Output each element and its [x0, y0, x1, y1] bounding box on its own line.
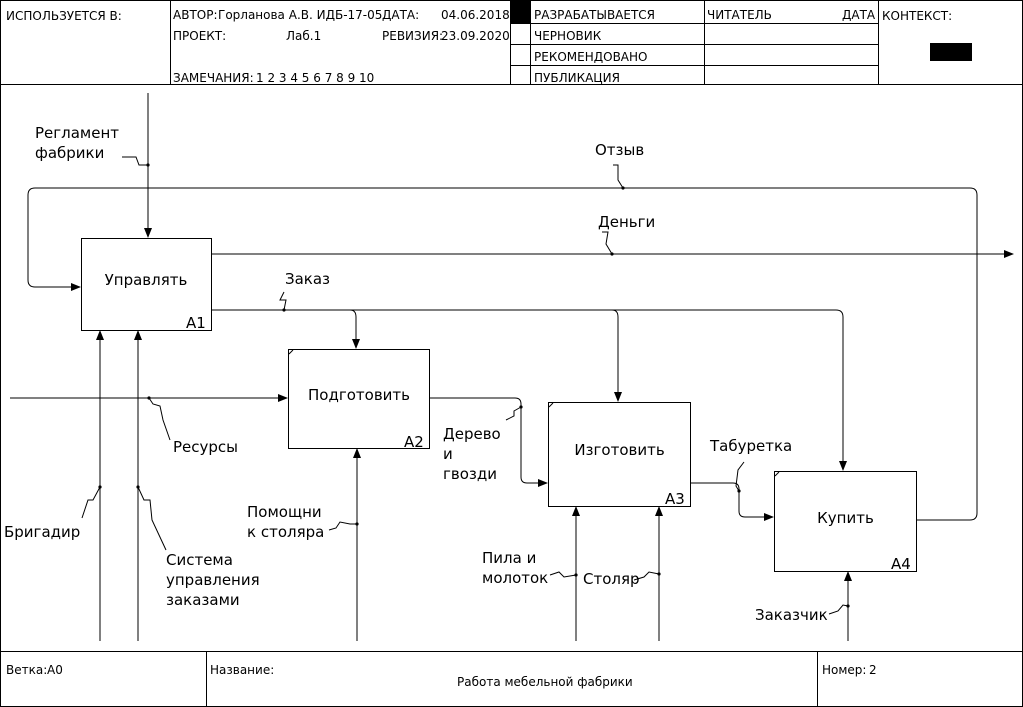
box-a3-name: Изготовить — [574, 441, 665, 459]
label-dengi: Деньги — [598, 213, 656, 231]
notes-value: 1 2 3 4 5 6 7 8 9 10 — [256, 71, 375, 85]
label-reglament: Регламент фабрики — [35, 124, 120, 162]
revision-label: РЕВИЗИЯ: — [382, 29, 444, 43]
context-label: КОНТЕКСТ: — [882, 9, 953, 23]
status-current-marker — [511, 1, 530, 23]
box-a1-num: A1 — [186, 314, 206, 332]
label-pila: Пила и молоток — [482, 549, 549, 587]
label-brigadir: Бригадир — [4, 523, 81, 541]
box-a4-num: A4 — [891, 555, 911, 573]
date-value: 04.06.2018 — [441, 8, 510, 22]
date-label: ДАТА: — [382, 8, 420, 22]
label-derevo: Дерево и гвозди — [443, 425, 501, 483]
box-a3-num: A3 — [665, 490, 685, 508]
node-value: A0 — [47, 663, 63, 677]
box-a1-name: Управлять — [104, 271, 188, 289]
reader-date-label: ДАТА — [842, 8, 876, 22]
label-stolyar: Столяр — [583, 570, 640, 588]
box-a2-name: Подготовить — [308, 386, 410, 404]
reader-label: ЧИТАТЕЛЬ — [707, 8, 772, 22]
box-a2-num: A2 — [404, 433, 424, 451]
label-sistema: Система управления заказами — [166, 551, 260, 609]
label-pomoshnik: Помощни к столяра — [247, 503, 325, 541]
label-resursy: Ресурсы — [173, 438, 239, 456]
status-publication: ПУБЛИКАЦИЯ — [534, 71, 620, 85]
status-recommended: РЕКОМЕНДОВАНО — [534, 50, 648, 64]
project-value: Лаб.1 — [286, 29, 322, 43]
author-label: АВТОР: — [173, 8, 218, 22]
number-value: 2 — [869, 663, 877, 677]
status-developing: РАЗРАБАТЫВАЕТСЯ — [534, 8, 656, 22]
status-draft: ЧЕРНОВИК — [534, 29, 602, 43]
diagram-title: Работа мебельной фабрики — [457, 675, 633, 689]
label-otzyv: Отзыв — [595, 141, 645, 159]
box-a1 — [81, 238, 212, 331]
author-value: Горланова А.В. ИДБ-17-05 — [218, 8, 383, 22]
box-a3 — [548, 402, 691, 507]
node-label: Ветка: — [6, 663, 48, 677]
label-zakaz: Заказ — [285, 270, 331, 288]
number-label: Номер: — [822, 663, 867, 677]
used-in-label: ИСПОЛЬЗУЕТСЯ В: — [6, 9, 122, 23]
label-tabuyretka: Табуретка — [710, 437, 793, 455]
project-label: ПРОЕКТ: — [173, 29, 227, 43]
context-black-block — [930, 43, 972, 61]
revision-value: 23.09.2020 — [441, 29, 510, 43]
box-a4-name: Купить — [817, 509, 874, 527]
notes-label: ЗАМЕЧАНИЯ: — [173, 71, 254, 85]
label-zakazchik: Заказчик — [755, 606, 828, 624]
title-label: Название: — [210, 663, 275, 677]
